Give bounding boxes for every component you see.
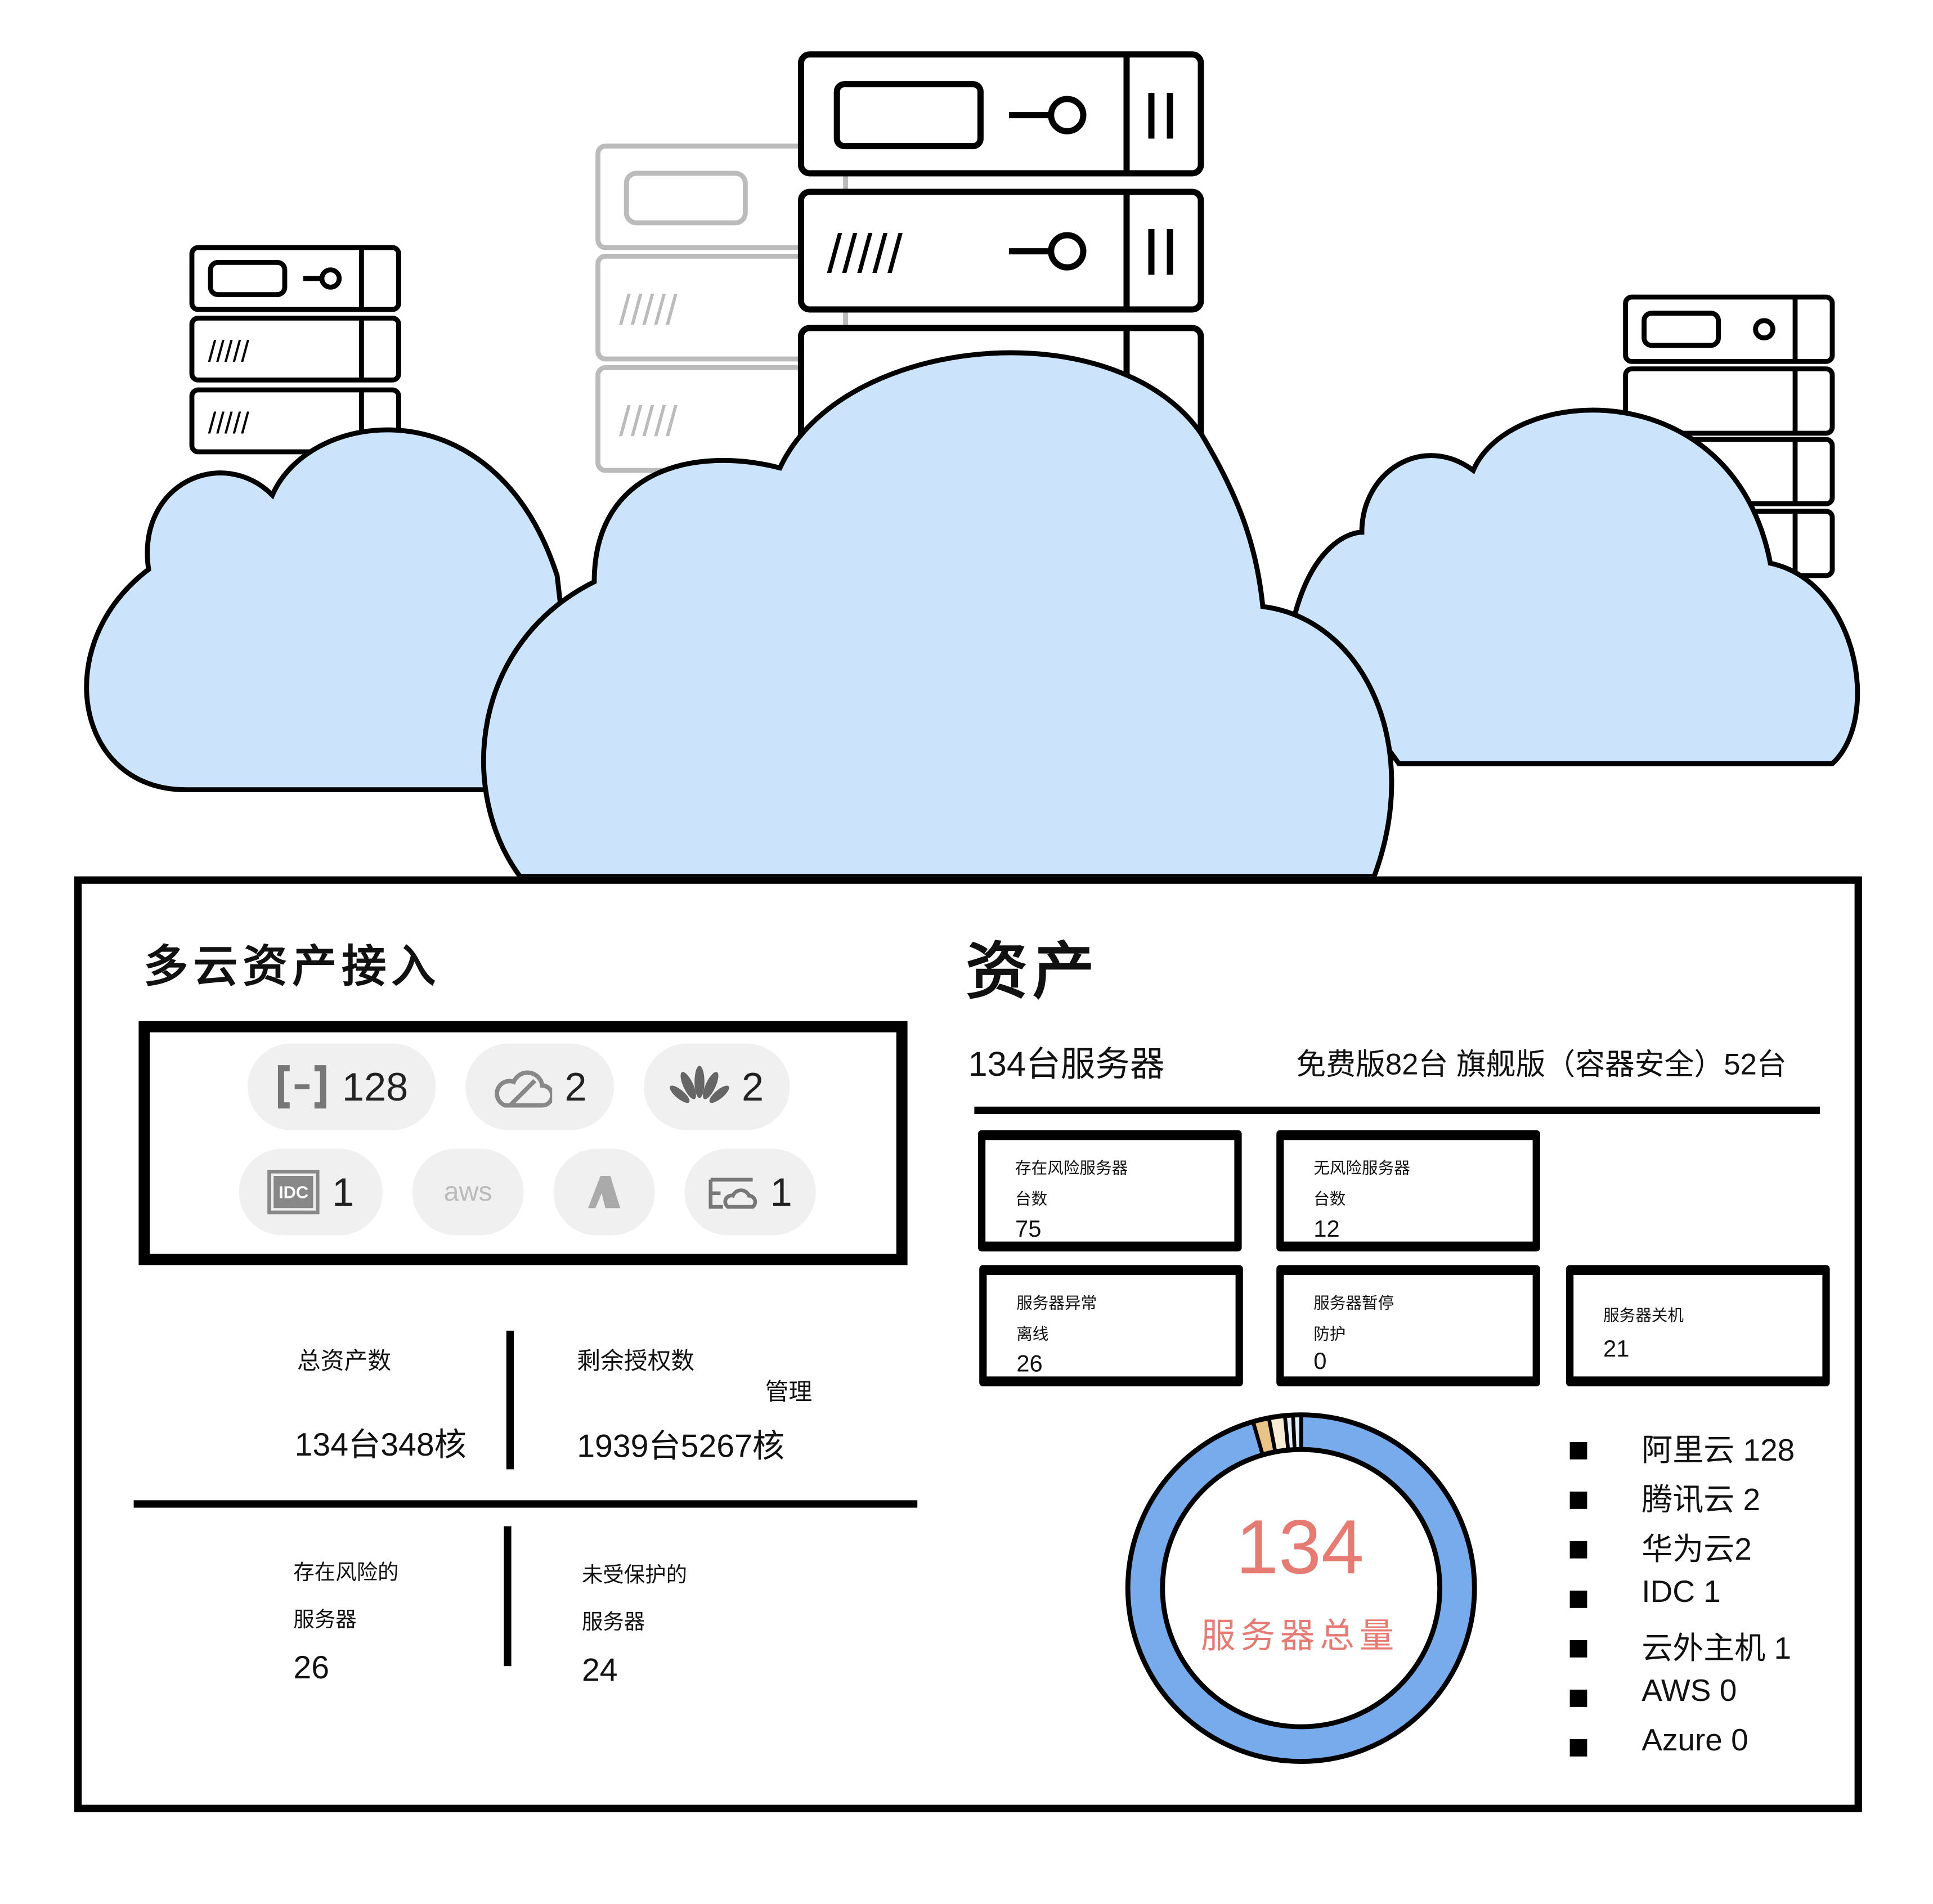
svg-text://///: ///// [827,223,903,284]
legend-marker [1569,1690,1587,1707]
unprotected-label-2: 服务器 [582,1610,645,1634]
card-sublabel: 台数 [1015,1189,1048,1209]
legend-marker [1569,1739,1587,1757]
provider-huawei[interactable]: 2 [644,1043,790,1130]
provider-aws[interactable]: aws [412,1148,524,1236]
provider-count: 1 [770,1169,792,1214]
divider [504,1526,512,1667]
server-rack-left: ///// ///// [189,245,401,455]
unprotected-value[interactable]: 24 [582,1651,618,1689]
legend-item[interactable]: 阿里云 128 [1642,1433,1795,1469]
card-sublabel: 防护 [1313,1324,1346,1343]
legend-marker [1569,1640,1587,1658]
legend-marker [1569,1442,1587,1460]
offline-server-card[interactable]: 服务器异常离线 26 [979,1265,1243,1386]
card-label: 服务器关机 [1603,1306,1684,1324]
card-label: 服务器暂停 [1313,1294,1394,1312]
azure-icon [588,1176,621,1209]
paused-protection-card[interactable]: 服务器暂停防护 0 [1276,1265,1540,1386]
cloud-left [84,427,585,793]
legend-marker [1569,1591,1587,1608]
card-value: 21 [1603,1337,1630,1363]
divider [506,1331,514,1470]
total-assets-value: 134台348核 [294,1426,467,1463]
legend-marker [1569,1541,1587,1559]
legend-item[interactable]: 云外主机 1 [1642,1631,1792,1667]
provider-aliyun[interactable]: 128 [248,1043,436,1130]
legend-item[interactable]: AWS 0 [1642,1673,1737,1708]
cloud-center [481,350,1394,879]
edition-summary: 免费版82台 旗舰版（容器安全）52台 [1296,1048,1787,1082]
card-sublabel: 离线 [1016,1324,1049,1343]
total-assets-label: 总资产数 [297,1349,392,1376]
risk-servers-value[interactable]: 26 [293,1649,330,1686]
card-value: 12 [1313,1216,1340,1243]
card-value: 75 [1015,1216,1042,1243]
provider-idc[interactable]: IDC 1 [239,1148,383,1236]
shutdown-server-card[interactable]: 服务器关机 21 [1566,1265,1830,1386]
huawei-icon [670,1066,729,1103]
risk-servers-label: 存在风险的 [293,1561,399,1584]
donut-center-value: 134 [1236,1505,1364,1591]
svg-text://///: ///// [619,286,678,333]
card-label: 无风险服务器 [1313,1158,1410,1178]
servers-clouds-illustration: ///// ///// ///// ///// ///// [84,51,1860,879]
provider-count: 1 [331,1169,355,1214]
server-rack-middle: ///// ///// [595,143,849,473]
provider-count: 2 [564,1063,587,1109]
aws-icon: aws [443,1176,492,1207]
card-value: 0 [1313,1349,1327,1376]
cloud-right [1291,407,1860,766]
legend-item[interactable]: IDC 1 [1642,1574,1721,1609]
risk-server-card[interactable]: 存在风险服务器台数 75 [978,1130,1242,1252]
card-label: 存在风险服务器 [1015,1158,1128,1178]
provider-count: 128 [342,1063,409,1109]
svg-text://///: ///// [208,335,250,368]
remaining-license-value: 1939台5267核 [577,1427,785,1465]
multi-cloud-title: 多云资产接入 [143,941,441,992]
donut-center-label: 服务器总量 [1200,1616,1399,1655]
provider-off-cloud-host[interactable]: 1 [684,1148,816,1236]
no-risk-server-card[interactable]: 无风险服务器台数 12 [1276,1130,1540,1252]
provider-tencent-cloud[interactable]: 2 [465,1043,615,1130]
card-sublabel: 台数 [1313,1189,1346,1209]
legend-item[interactable]: 腾讯云 2 [1642,1483,1761,1518]
card-value: 26 [1016,1351,1043,1378]
divider [974,1106,1820,1114]
aliyun-icon [278,1065,327,1109]
divider [133,1500,918,1508]
risk-servers-label-2: 服务器 [293,1607,357,1632]
off-cloud-host-icon [708,1178,757,1209]
unprotected-label: 未受保护的 [582,1563,687,1587]
card-label: 服务器异常 [1016,1294,1097,1312]
provider-count: 2 [742,1063,764,1109]
server-count: 134台服务器 [968,1044,1165,1083]
svg-text://///: ///// [619,397,678,444]
legend-item[interactable]: Azure 0 [1642,1723,1748,1758]
remaining-license-label: 剩余授权数 [577,1349,695,1376]
provider-azure[interactable] [553,1148,655,1236]
idc-icon: IDC [267,1170,320,1215]
legend-item[interactable]: 华为云2 [1642,1532,1752,1568]
server-donut-chart [1125,1412,1477,1764]
legend-marker [1569,1492,1587,1509]
manage-link[interactable]: 管理 [765,1380,813,1407]
svg-text://///: ///// [208,407,250,440]
assets-title: 资产 [966,937,1100,1007]
tencent-cloud-icon [495,1070,553,1108]
